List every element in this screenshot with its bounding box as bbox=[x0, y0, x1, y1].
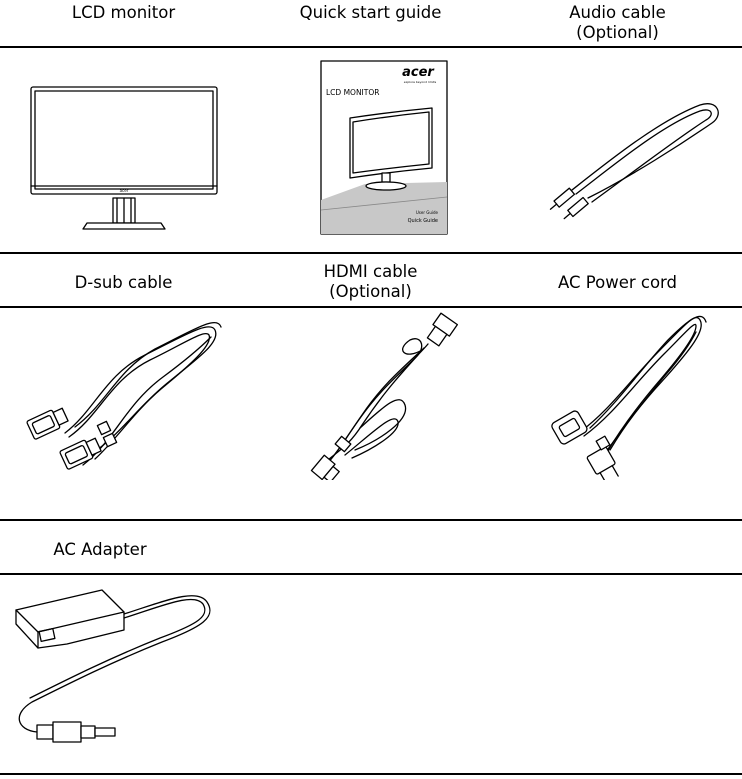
hdmi-cable-illustration bbox=[300, 310, 460, 480]
quick-start-guide-illustration: acer explore beyond limits LCD MONITOR U… bbox=[320, 60, 448, 236]
item-name: HDMI cable bbox=[323, 262, 418, 281]
item-name: LCD monitor bbox=[71, 3, 176, 22]
guide-tagline: explore beyond limits bbox=[404, 80, 437, 84]
row-divider bbox=[0, 46, 742, 48]
item-label-ac-adapter: AC Adapter bbox=[0, 540, 200, 560]
item-label-audio-cable: Audio cable (Optional) bbox=[494, 3, 741, 43]
row-divider bbox=[0, 573, 742, 575]
item-name: Quick start guide bbox=[299, 3, 442, 22]
audio-cable-illustration bbox=[540, 95, 725, 220]
item-label-quick-start-guide: Quick start guide bbox=[247, 3, 494, 23]
row-divider bbox=[0, 306, 742, 308]
ac-power-cord-illustration bbox=[550, 310, 730, 480]
item-name: D-sub cable bbox=[74, 273, 173, 292]
item-note: (Optional) bbox=[576, 23, 659, 42]
item-note: (Optional) bbox=[329, 282, 412, 301]
guide-title: LCD MONITOR bbox=[326, 88, 379, 97]
row-divider bbox=[0, 252, 742, 254]
ac-adapter-illustration bbox=[12, 582, 227, 747]
d-sub-cable-illustration bbox=[25, 315, 225, 480]
item-label-hdmi-cable: HDMI cable (Optional) bbox=[247, 262, 494, 302]
item-label-lcd-monitor: LCD monitor bbox=[0, 3, 247, 23]
item-label-ac-power-cord: AC Power cord bbox=[494, 273, 741, 293]
item-label-d-sub-cable: D-sub cable bbox=[0, 273, 247, 293]
row-divider bbox=[0, 773, 742, 775]
item-name: AC Power cord bbox=[557, 273, 678, 292]
guide-quick-guide: Quick Guide bbox=[408, 218, 438, 224]
guide-user-guide: User Guide bbox=[416, 210, 439, 215]
lcd-monitor-illustration: acer bbox=[25, 80, 225, 235]
monitor-badge: acer bbox=[120, 188, 129, 193]
acer-logo: acer bbox=[402, 65, 435, 80]
item-name: AC Adapter bbox=[53, 540, 147, 559]
row-divider bbox=[0, 519, 742, 521]
item-name: Audio cable bbox=[569, 3, 666, 22]
